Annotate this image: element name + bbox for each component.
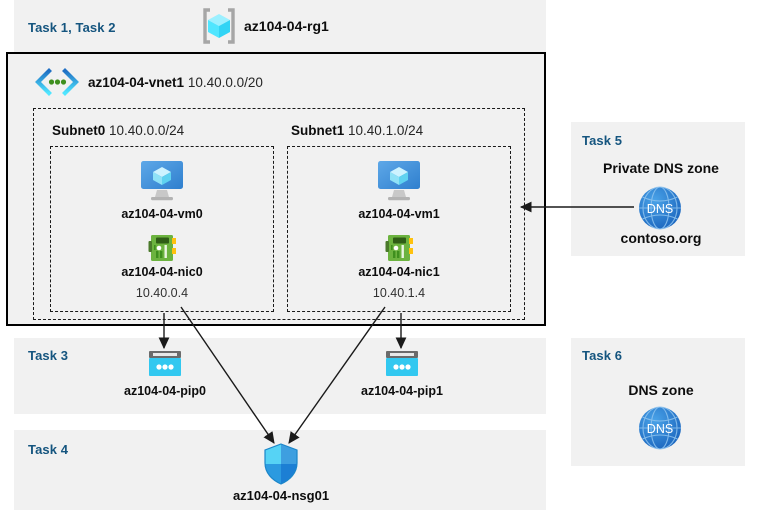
svg-text:DNS: DNS — [647, 422, 673, 436]
dns-globe-icon: DNS — [637, 185, 681, 230]
public-ip-address-icon — [384, 350, 418, 378]
virtual-machine-icon — [376, 160, 420, 201]
task-label-3: Task 3 — [28, 348, 69, 363]
vnet-container — [6, 52, 546, 326]
subnet0-cidr: 10.40.0.0/24 — [109, 123, 185, 138]
nic0-ip: 10.40.0.4 — [135, 286, 189, 300]
dns-globe-icon: DNS — [637, 405, 681, 450]
task-label-6: Task 6 — [582, 348, 623, 363]
virtual-machine-icon — [139, 160, 183, 201]
nsg-label: az104-04-nsg01 — [232, 488, 330, 503]
vm1-label: az104-04-vm1 — [358, 207, 440, 221]
vnet-header: az104-04-vnet1 10.40.0.0/20 — [88, 75, 263, 90]
subnet0-container — [50, 146, 274, 312]
subnets-group — [33, 108, 525, 320]
network-security-group-shield-icon — [263, 443, 298, 485]
resource-group-name: az104-04-rg1 — [244, 18, 329, 34]
contoso-zone-label: contoso.org — [620, 230, 702, 246]
nic1-label: az104-04-nic1 — [358, 265, 440, 279]
vnet-cidr: 10.40.0.0/20 — [187, 75, 263, 90]
pip1-label: az104-04-pip1 — [361, 384, 443, 398]
task-label-1-2: Task 1, Task 2 — [28, 20, 116, 35]
task3-band — [14, 338, 546, 414]
vm0-label: az104-04-vm0 — [121, 207, 203, 221]
subnet0-name: Subnet0 — [52, 123, 106, 138]
network-interface-icon — [384, 232, 414, 262]
subnet1-container — [287, 146, 511, 312]
task-label-4: Task 4 — [28, 442, 69, 457]
private-dns-zone-heading: Private DNS zone — [603, 160, 719, 176]
public-ip-address-icon — [147, 350, 181, 378]
network-interface-icon — [147, 232, 177, 262]
vnet-name: az104-04-vnet1 — [88, 75, 185, 90]
subnet1-name: Subnet1 — [291, 123, 345, 138]
subnet0-header: Subnet0 10.40.0.0/24 — [52, 123, 184, 138]
nic1-ip: 10.40.1.4 — [372, 286, 426, 300]
vnet-brackets-icon — [34, 68, 79, 96]
svg-text:DNS: DNS — [647, 202, 673, 216]
subnet1-header: Subnet1 10.40.1.0/24 — [291, 123, 423, 138]
subnet1-cidr: 10.40.1.0/24 — [348, 123, 424, 138]
nic0-label: az104-04-nic0 — [121, 265, 203, 279]
resource-group-cube-icon — [200, 7, 235, 44]
task-label-5: Task 5 — [582, 133, 623, 148]
resource-group-band — [14, 0, 546, 52]
pip0-label: az104-04-pip0 — [124, 384, 206, 398]
dns-zone-heading: DNS zone — [628, 382, 694, 398]
